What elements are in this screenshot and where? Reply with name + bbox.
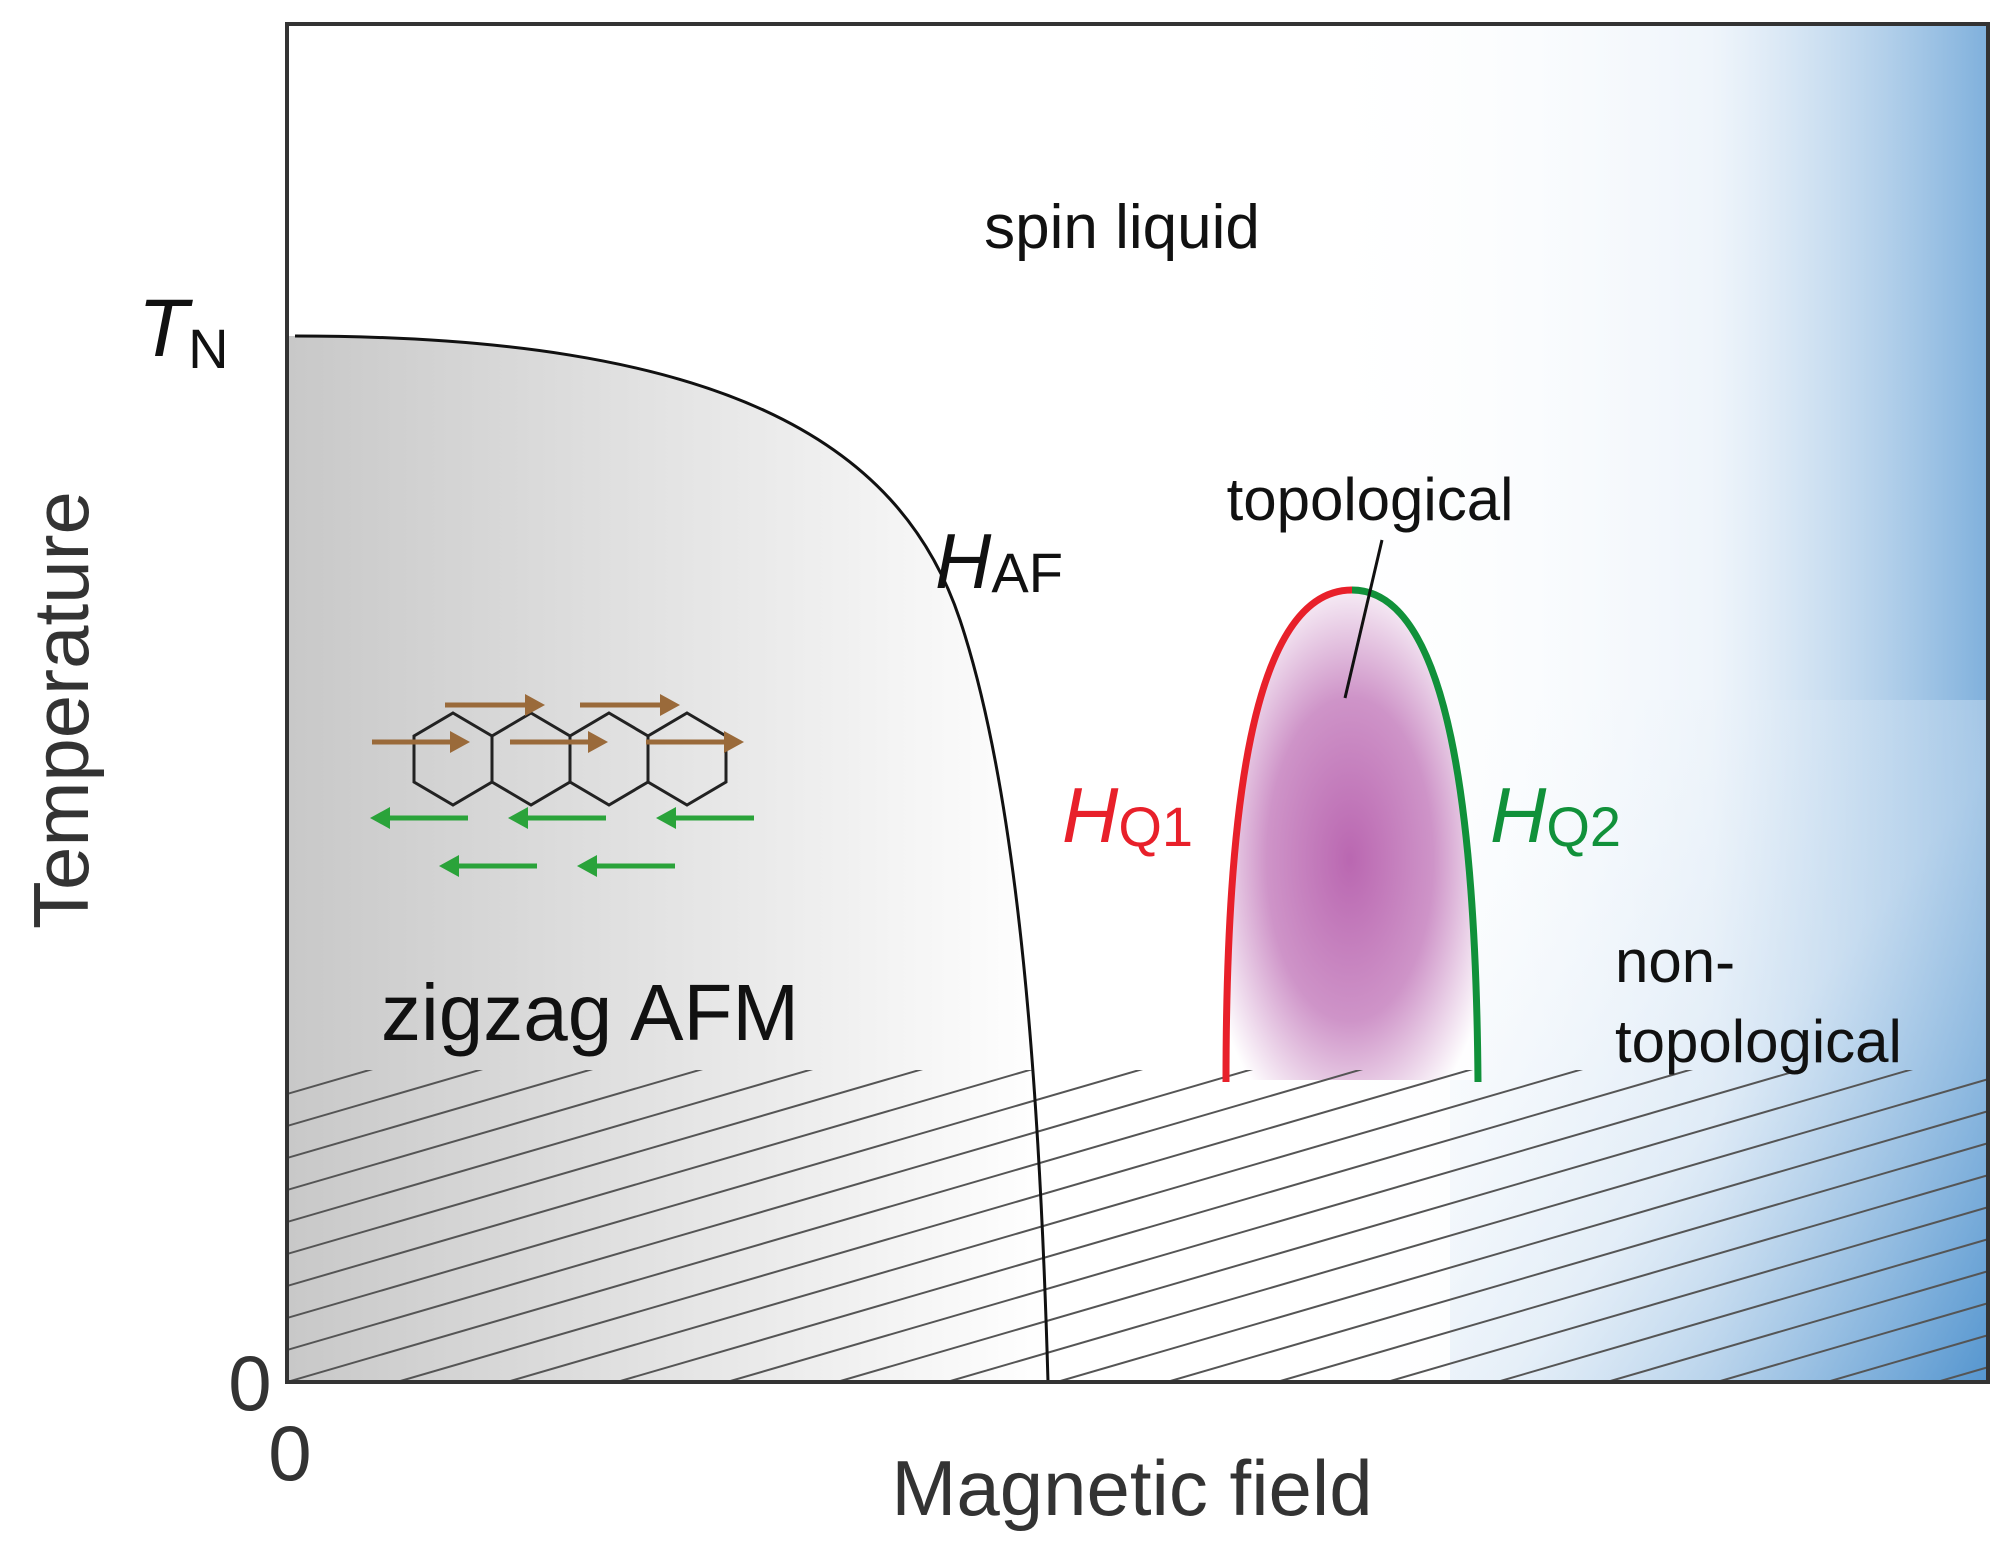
haf-boundary-line [294,334,1050,1383]
hatch-line [946,1078,1988,1382]
hatch-line [726,1070,1804,1382]
hatch-line [506,1070,1584,1382]
zigzag-afm-label: zigzag AFM [381,968,799,1057]
hatch-line [1716,1302,1988,1382]
hatch-line [287,1070,1144,1320]
x-axis-origin: 0 [268,1409,311,1497]
hq1-boundary-line [1222,586,1353,1083]
non-topological-label-line1: non- [1615,928,1735,995]
topological-pointer [1343,539,1384,699]
hatch-line [287,1070,1034,1288]
non-topological-label-line2: topological [1615,1008,1902,1075]
hq2-main: H [1490,771,1547,859]
hatch-line [287,1070,814,1224]
x-axis-label: Magnetic field [891,1444,1372,1532]
hatch-line [1276,1174,1988,1382]
hq2-label: HQ2 [1490,771,1621,859]
hatch-line [0,1062,287,1382]
hatch-line [1166,1142,1988,1382]
hq1-label: HQ1 [1062,771,1193,859]
hatch-line [287,1070,594,1160]
topological-label: topological [1227,466,1514,533]
haf-main: H [935,517,992,605]
haf-sub: AF [991,541,1063,604]
hatch-line [1386,1206,1988,1382]
hatch-line [287,1070,1254,1352]
down-spin-arrows [370,807,754,877]
hatch-line [1056,1110,1988,1382]
hq1-sub: Q1 [1118,795,1193,858]
hatch-line [287,1070,924,1256]
hatch-line [287,1070,704,1192]
hatch-line [1606,1270,1988,1382]
topological-dome [1224,590,1476,1080]
hatch-line [836,1070,1914,1382]
spin-liquid-label: spin liquid [984,193,1260,262]
hatch-line [287,1070,484,1128]
plot-frame [285,22,1990,1384]
low-temperature-hatching [0,1062,1988,1382]
y-axis-origin: 0 [228,1339,271,1427]
tn-label: TN [138,283,229,380]
tn-main: T [138,283,193,374]
hq2-boundary-line [1351,586,1482,1083]
hatch-line [287,1070,1364,1382]
tn-sub: N [188,317,228,380]
hq1-main: H [1062,771,1119,859]
honeycomb-zigzag-lattice-icon [370,694,754,877]
y-axis-label: Temperature [17,491,105,929]
hatch-line [1496,1238,1988,1382]
hatch-line [396,1070,1474,1382]
hatch-line [616,1070,1694,1382]
up-spin-arrows [372,694,744,753]
haf-label: HAF [935,517,1063,605]
hq2-sub: Q2 [1546,795,1621,858]
